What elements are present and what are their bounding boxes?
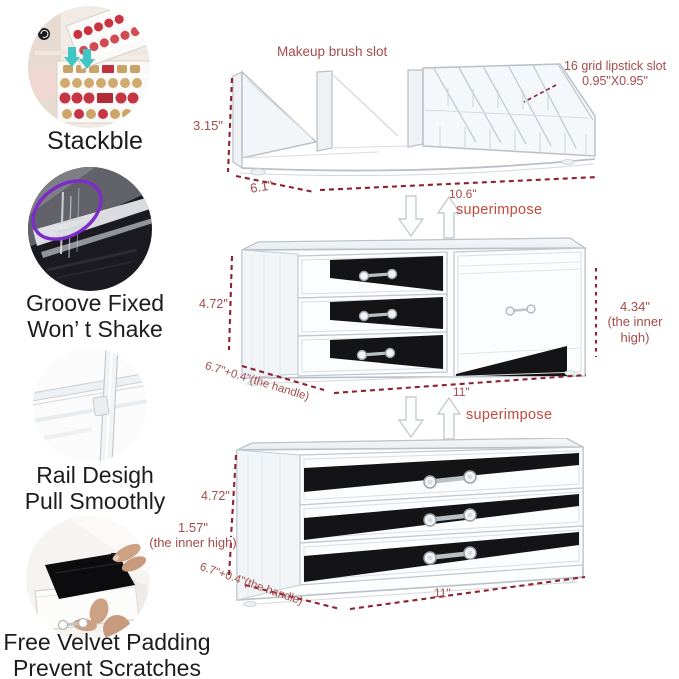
lipstick-grid-columns [439, 88, 587, 154]
drawer-handle-icon [57, 617, 89, 631]
bottom-unit-inner-height-note: (the inner high) [149, 535, 237, 551]
drawer-handle-icon [423, 508, 477, 527]
drawer-handle-icon [358, 268, 398, 282]
bottom-unit-width-label: 11" [434, 586, 451, 600]
middle-unit-inner-height-label: 4.34" [620, 299, 650, 314]
superimpose-down-arrow-icon [397, 396, 425, 439]
bottom-unit-drawing [236, 438, 584, 607]
superimpose-up-arrow-icon [436, 396, 462, 440]
top-tray-drawing [232, 63, 596, 177]
lower-organizer-rows [56, 60, 150, 124]
top-tray-depth-label: 6.1" [249, 177, 274, 196]
superimpose-down-arrow-icon [397, 195, 425, 238]
lipstick-slot-label-line1: 16 grid lipstick slot [563, 59, 667, 73]
top-tray-width-label: 10.6" [449, 187, 477, 201]
rail-tab [92, 395, 110, 417]
feature-caption-velvet: Free Velvet Padding Prevent Scratches [3, 629, 211, 679]
stack-down-arrow-icon [79, 49, 95, 69]
bottom-unit-inner-height-group: 1.57" (the inner high) [146, 520, 240, 551]
middle-unit-height-label: 4.72" [199, 297, 228, 311]
lipstick-grid-dividers [432, 63, 594, 149]
middle-unit-inner-height-group: 4.34" (the inner high) [592, 299, 678, 345]
middle-unit-inner-height-note: (the inner high) [607, 314, 663, 345]
bottom-drawers [299, 446, 584, 586]
feature-caption-groove: Groove Fixed Won’ t Shake [25, 290, 165, 343]
groove-highlight-ellipse [31, 179, 103, 241]
drawer-handle-icon [505, 304, 536, 316]
groove-photo [28, 167, 152, 291]
feature-caption-stackable: Stackble [47, 127, 143, 155]
middle-unit-drawing [241, 237, 588, 386]
superimpose-top-label: superimpose [456, 202, 543, 218]
middle-unit-width-label: 11" [453, 385, 470, 399]
hand-top [112, 543, 147, 572]
top-tray-height-label: 3.15" [193, 118, 223, 133]
velvet-photo [26, 516, 150, 640]
rail-photo [33, 348, 147, 462]
makeup-brush-slot-label: Makeup brush slot [277, 44, 388, 59]
drawer-handle-icon [423, 470, 477, 489]
stackable-photo [28, 6, 150, 128]
middle-large-drawer [453, 247, 586, 377]
drawer-handle-icon [356, 347, 396, 361]
superimpose-bottom-label: superimpose [466, 407, 553, 423]
lipstick-slot-label-line2: 0.95"X0.95" [582, 74, 648, 88]
bottom-unit-inner-height-label: 1.57" [178, 520, 208, 535]
drawer-handle-icon [423, 546, 477, 565]
bottom-unit-height-label: 4.72" [201, 489, 230, 503]
drawer-handle-icon [358, 308, 398, 322]
stack-down-arrow-icon [64, 47, 80, 67]
feature-caption-rail: Rail Desigh Pull Smoothly [24, 462, 166, 515]
